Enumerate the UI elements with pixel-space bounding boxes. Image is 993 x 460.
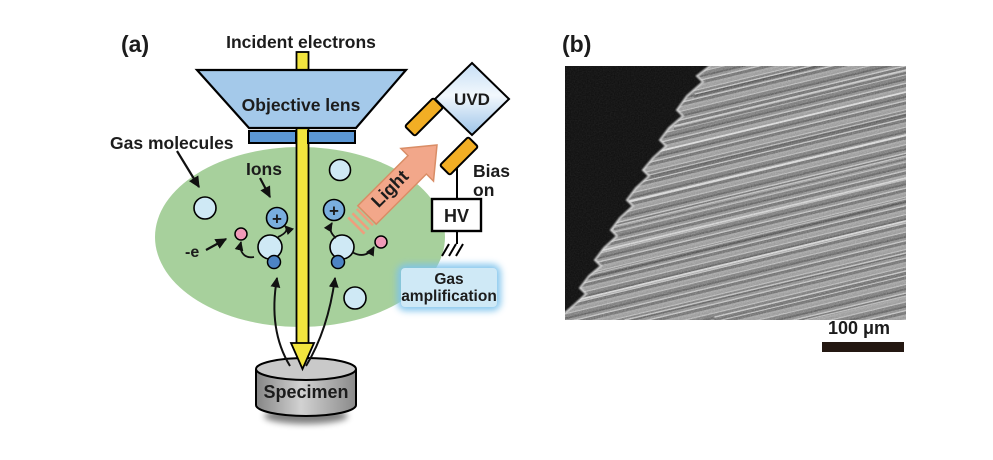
plus-symbol: + bbox=[329, 202, 339, 221]
pole-piece-left bbox=[248, 130, 297, 144]
gas-molecules-pointer-arrow bbox=[176, 150, 200, 189]
objective-lens-label: Objective lens bbox=[242, 95, 361, 115]
emitted-electron-path-right bbox=[305, 276, 339, 367]
secondary-electron bbox=[330, 254, 346, 270]
secondary-electron bbox=[266, 254, 282, 270]
gas-molecule bbox=[343, 286, 367, 310]
scale-bar-label: 100 μm bbox=[827, 318, 891, 338]
light-guide-upper bbox=[404, 97, 444, 137]
gas-amplification-label-line2: amplification bbox=[401, 288, 497, 305]
specimen-label: Specimen bbox=[263, 382, 348, 402]
sem-image bbox=[564, 65, 906, 320]
gas-amplification-box bbox=[401, 268, 497, 307]
incident-electrons-label: Incident electrons bbox=[226, 32, 376, 52]
uvd-label: UVD bbox=[454, 90, 490, 109]
light-guide-lower bbox=[439, 136, 479, 176]
ionization-arrow bbox=[277, 225, 295, 238]
specimen-stub: Specimen bbox=[255, 357, 357, 424]
sem-micrograph bbox=[564, 65, 906, 320]
gas-amplification-callout: Gas amplification bbox=[397, 264, 501, 311]
ionization-arrow bbox=[323, 222, 337, 239]
uvd-detector bbox=[433, 61, 511, 137]
sem-grain-overlay bbox=[565, 66, 906, 320]
panel-b-label: (b) bbox=[562, 31, 592, 57]
free-electron bbox=[374, 235, 388, 249]
ions-group: + + bbox=[265, 198, 346, 230]
gas-amplification-label-line1: Gas bbox=[434, 271, 463, 288]
ground-symbol bbox=[441, 231, 464, 257]
electron-label: -e bbox=[185, 244, 199, 261]
bias-label-line2: on bbox=[473, 180, 494, 200]
bias-label-line1: Bias bbox=[473, 161, 510, 181]
positive-ion bbox=[265, 206, 289, 230]
emitted-electron-path-left bbox=[270, 276, 291, 367]
gas-molecule bbox=[328, 158, 352, 182]
objective-lens-body bbox=[194, 68, 409, 130]
hv-label: HV bbox=[444, 206, 469, 226]
gas-molecule bbox=[193, 196, 217, 220]
gas-molecules-label: Gas molecules bbox=[110, 133, 234, 153]
scale-bar bbox=[822, 342, 904, 352]
esem-schematic: Light Specimen Objective lens bbox=[110, 32, 511, 424]
ions-label: Ions bbox=[246, 159, 282, 179]
panel-a-label: (a) bbox=[121, 31, 150, 57]
plus-symbol: + bbox=[272, 210, 282, 229]
free-electron bbox=[234, 227, 248, 241]
electron-pointer-arrow bbox=[205, 238, 228, 251]
gas-molecule bbox=[257, 234, 283, 260]
positive-ion bbox=[322, 198, 346, 222]
hv-supply-box bbox=[430, 197, 483, 233]
gas-molecule bbox=[329, 234, 355, 260]
pole-piece-right bbox=[307, 130, 356, 144]
ionization-arrow bbox=[234, 241, 255, 259]
ionization-arrow bbox=[351, 246, 375, 257]
ions-pointer-arrow bbox=[259, 177, 271, 199]
